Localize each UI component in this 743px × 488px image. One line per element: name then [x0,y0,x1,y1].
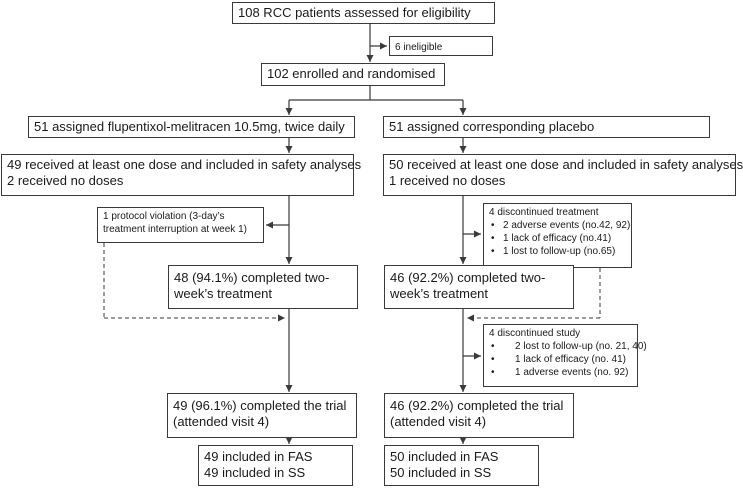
left-fas-text: 49 included in FAS [204,449,313,464]
right-assigned-box: 51 assigned corresponding placebo [383,116,710,138]
randomised-text: 102 enrolled and randomised [267,66,436,81]
discontinued-study-title: 4 discontinued study [489,328,581,339]
left-trial-box: 49 (96.1%) completed the trial (attended… [167,393,357,438]
list-item: 1 lost to follow-up (no.65) [489,245,626,258]
right-two-week-line1: 46 (92.2%) completed two- [390,270,546,285]
left-received-box: 49 received at least one dose and includ… [1,154,362,196]
left-two-week-line1: 48 (94.1%) completed two- [174,270,330,285]
discontinued-treatment-title: 4 discontinued treatment [489,207,599,218]
right-received-box: 50 received at least one dose and includ… [383,154,743,196]
discontinued-study-box: 4 discontinued study 2 lost to follow-up… [483,324,647,387]
discontinued-treatment-list: 2 adverse events (no.42, 92) 1 lack of e… [489,219,630,258]
discontinued-treatment-box: 4 discontinued treatment 2 adverse event… [483,203,632,268]
list-item: 2 adverse events (no.42, 92) [489,219,630,232]
right-received-line1: 50 received at least one dose and includ… [389,157,743,172]
right-two-week-line2: week’s treatment [390,286,489,302]
right-assigned-text: 51 assigned corresponding placebo [389,119,595,134]
left-assigned-box: 51 assigned flupentixol-melitracen 10.5m… [28,116,355,138]
violation-line1: 1 protocol violation (3-day’s [103,211,225,222]
right-two-week-box: 46 (92.2%) completed two- week’s treatme… [384,265,574,309]
left-received-line1: 49 received at least one dose and includ… [7,157,362,172]
list-item: 1 lack of efficacy (no. 41) [489,353,632,366]
right-trial-line2: (attended visit 4) [390,414,487,430]
left-two-week-line2: week’s treatment [174,286,273,302]
left-two-week-box: 48 (94.1%) completed two- week’s treatme… [168,265,358,309]
protocol-violation-box: 1 protocol violation (3-day’s treatment … [97,207,264,243]
right-analysis-box: 50 included in FAS 50 included in SS [384,445,539,486]
violation-line2: treatment interruption at week 1) [103,224,247,235]
discontinued-study-list: 2 lost to follow-up (no. 21, 40) 1 lack … [489,340,647,379]
ineligible-text: 6 ineligible [395,42,443,53]
list-item: 1 adverse events (no. 92) [489,366,632,379]
left-assigned-text: 51 assigned flupentixol-melitracen 10.5m… [34,119,345,134]
right-fas-text: 50 included in FAS [390,449,499,464]
left-analysis-box: 49 included in FAS 49 included in SS [198,445,353,486]
left-received-line2: 2 received no doses [7,173,124,189]
left-trial-line2: (attended visit 4) [173,414,270,430]
list-item: 2 lost to follow-up (no. 21, 40) [489,340,647,353]
right-trial-box: 46 (92.2%) completed the trial (attended… [384,393,574,438]
list-item: 1 lack of efficacy (no.41) [489,232,626,245]
right-ss-text: 50 included in SS [390,465,492,481]
screened-text: 108 RCC patients assessed for eligibilit… [238,5,471,20]
right-trial-line1: 46 (92.2%) completed the trial [390,398,564,413]
randomised-box: 102 enrolled and randomised [261,63,445,86]
left-ss-text: 49 included in SS [204,465,306,481]
ineligible-box: 6 ineligible [389,36,493,56]
screened-box: 108 RCC patients assessed for eligibilit… [232,2,495,24]
right-received-line2: 1 received no doses [389,173,506,189]
left-trial-line1: 49 (96.1%) completed the trial [173,398,347,413]
